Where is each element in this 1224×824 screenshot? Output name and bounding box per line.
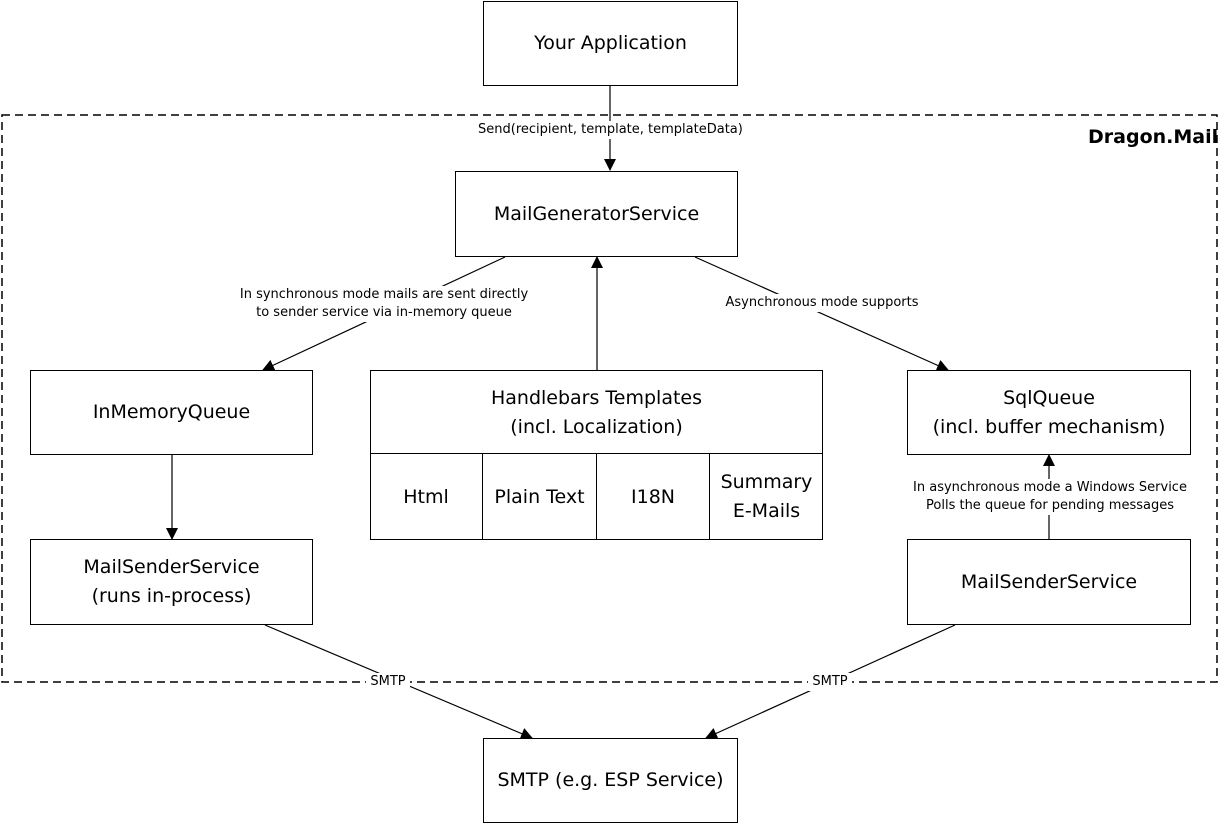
node-smtp-esp-service: SMTP (e.g. ESP Service): [483, 738, 738, 823]
node-smtp-esp-service-label: SMTP (e.g. ESP Service): [497, 769, 724, 791]
edge-label-smtp-left: SMTP: [366, 673, 410, 691]
node-inmemory-queue-label: InMemoryQueue: [92, 401, 251, 423]
edge-generator-to-sqlqueue: [694, 256, 949, 371]
template-cell-i18n: I18N: [597, 454, 710, 540]
edge-label-send: Send(recipient, template, templateData): [478, 121, 743, 139]
edge-label-poll-line-2: Polls the queue for pending messages: [908, 497, 1192, 515]
edge-label-smtp-right: SMTP: [808, 673, 852, 691]
node-mail-sender-service-left-subtitle: (runs in-process): [91, 585, 252, 607]
node-mail-generator-service-label: MailGeneratorService: [493, 202, 700, 225]
node-mail-generator-service: MailGeneratorService: [455, 171, 738, 257]
template-row-top-border: [370, 453, 823, 454]
node-sqlqueue: SqlQueue (incl. buffer mechanism): [907, 370, 1191, 455]
dragon-mail-boundary: [1, 114, 1218, 683]
node-mail-sender-service-right-label: MailSenderService: [960, 570, 1138, 593]
dragon-mail-title: Dragon.Mail: [1088, 126, 1219, 148]
template-cell-plain-text: Plain Text: [483, 454, 597, 540]
node-handlebars-templates-subtitle: (incl. Localization): [510, 415, 683, 438]
node-your-application: Your Application: [483, 1, 738, 86]
node-sqlqueue-subtitle: (incl. buffer mechanism): [932, 415, 1166, 438]
node-mail-sender-service-left-title: MailSenderService: [83, 556, 260, 578]
edge-label-sync-line-1: In synchronous mode mails are sent direc…: [236, 286, 532, 304]
node-inmemory-queue: InMemoryQueue: [30, 370, 313, 455]
node-your-application-label: Your Application: [534, 32, 687, 54]
edge-label-async: Asynchronous mode supports: [722, 294, 922, 312]
template-cell-summary-emails: Summary E-Mails: [720, 471, 813, 522]
node-handlebars-templates-title: Handlebars Templates: [490, 386, 703, 409]
edge-label-poll: In asynchronous mode a Windows Service P…: [908, 479, 1192, 515]
template-cell-html: Html: [370, 454, 483, 540]
node-mail-sender-service-right: MailSenderService: [907, 539, 1191, 625]
edge-label-sync-line-2: to sender service via in-memory queue: [236, 304, 532, 322]
edge-label-sync: In synchronous mode mails are sent direc…: [236, 286, 532, 322]
node-mail-sender-service-left: MailSenderService (runs in-process): [30, 539, 313, 625]
node-sqlqueue-title: SqlQueue: [1003, 386, 1095, 409]
edge-label-poll-line-1: In asynchronous mode a Windows Service: [908, 479, 1192, 497]
node-handlebars-templates: Handlebars Templates (incl. Localization…: [370, 370, 823, 455]
